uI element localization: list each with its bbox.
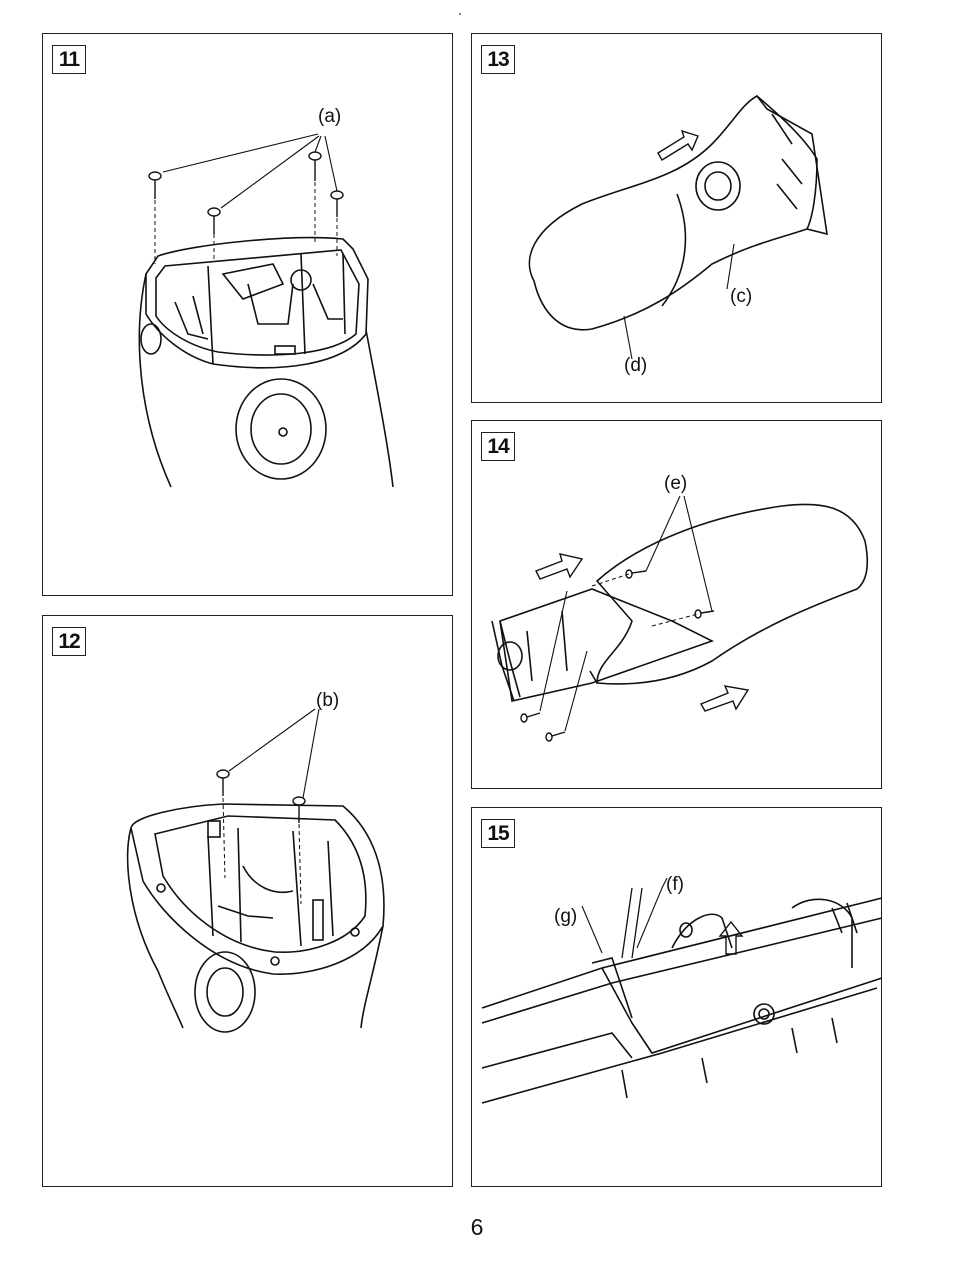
shaver-head-screws-illustration: (a): [43, 34, 454, 597]
shaver-motor-release-illustration: (f) (g): [472, 808, 883, 1188]
callout-b: (b): [316, 690, 339, 711]
panel-step-11: 11: [42, 33, 453, 596]
callout-e: (e): [664, 473, 687, 494]
page-number: 6: [0, 1214, 954, 1241]
stray-dot: [459, 13, 461, 15]
callout-d: (d): [624, 355, 647, 376]
shaver-housing-separation-illustration: (e): [472, 421, 883, 790]
panel-step-13: 13 (c) (d): [471, 33, 882, 403]
callout-g: (g): [554, 906, 577, 927]
callout-a: (a): [318, 106, 341, 127]
panel-step-15: 15 (f) (g): [471, 807, 882, 1187]
shaver-frame-screws-illustration: (b): [43, 616, 454, 1188]
shaver-body-slide-illustration: (c) (d): [472, 34, 883, 404]
panel-step-14: 14 (e): [471, 420, 882, 789]
callout-f: (f): [666, 874, 684, 895]
callout-c: (c): [730, 286, 752, 307]
panel-step-12: 12 (b): [42, 615, 453, 1187]
